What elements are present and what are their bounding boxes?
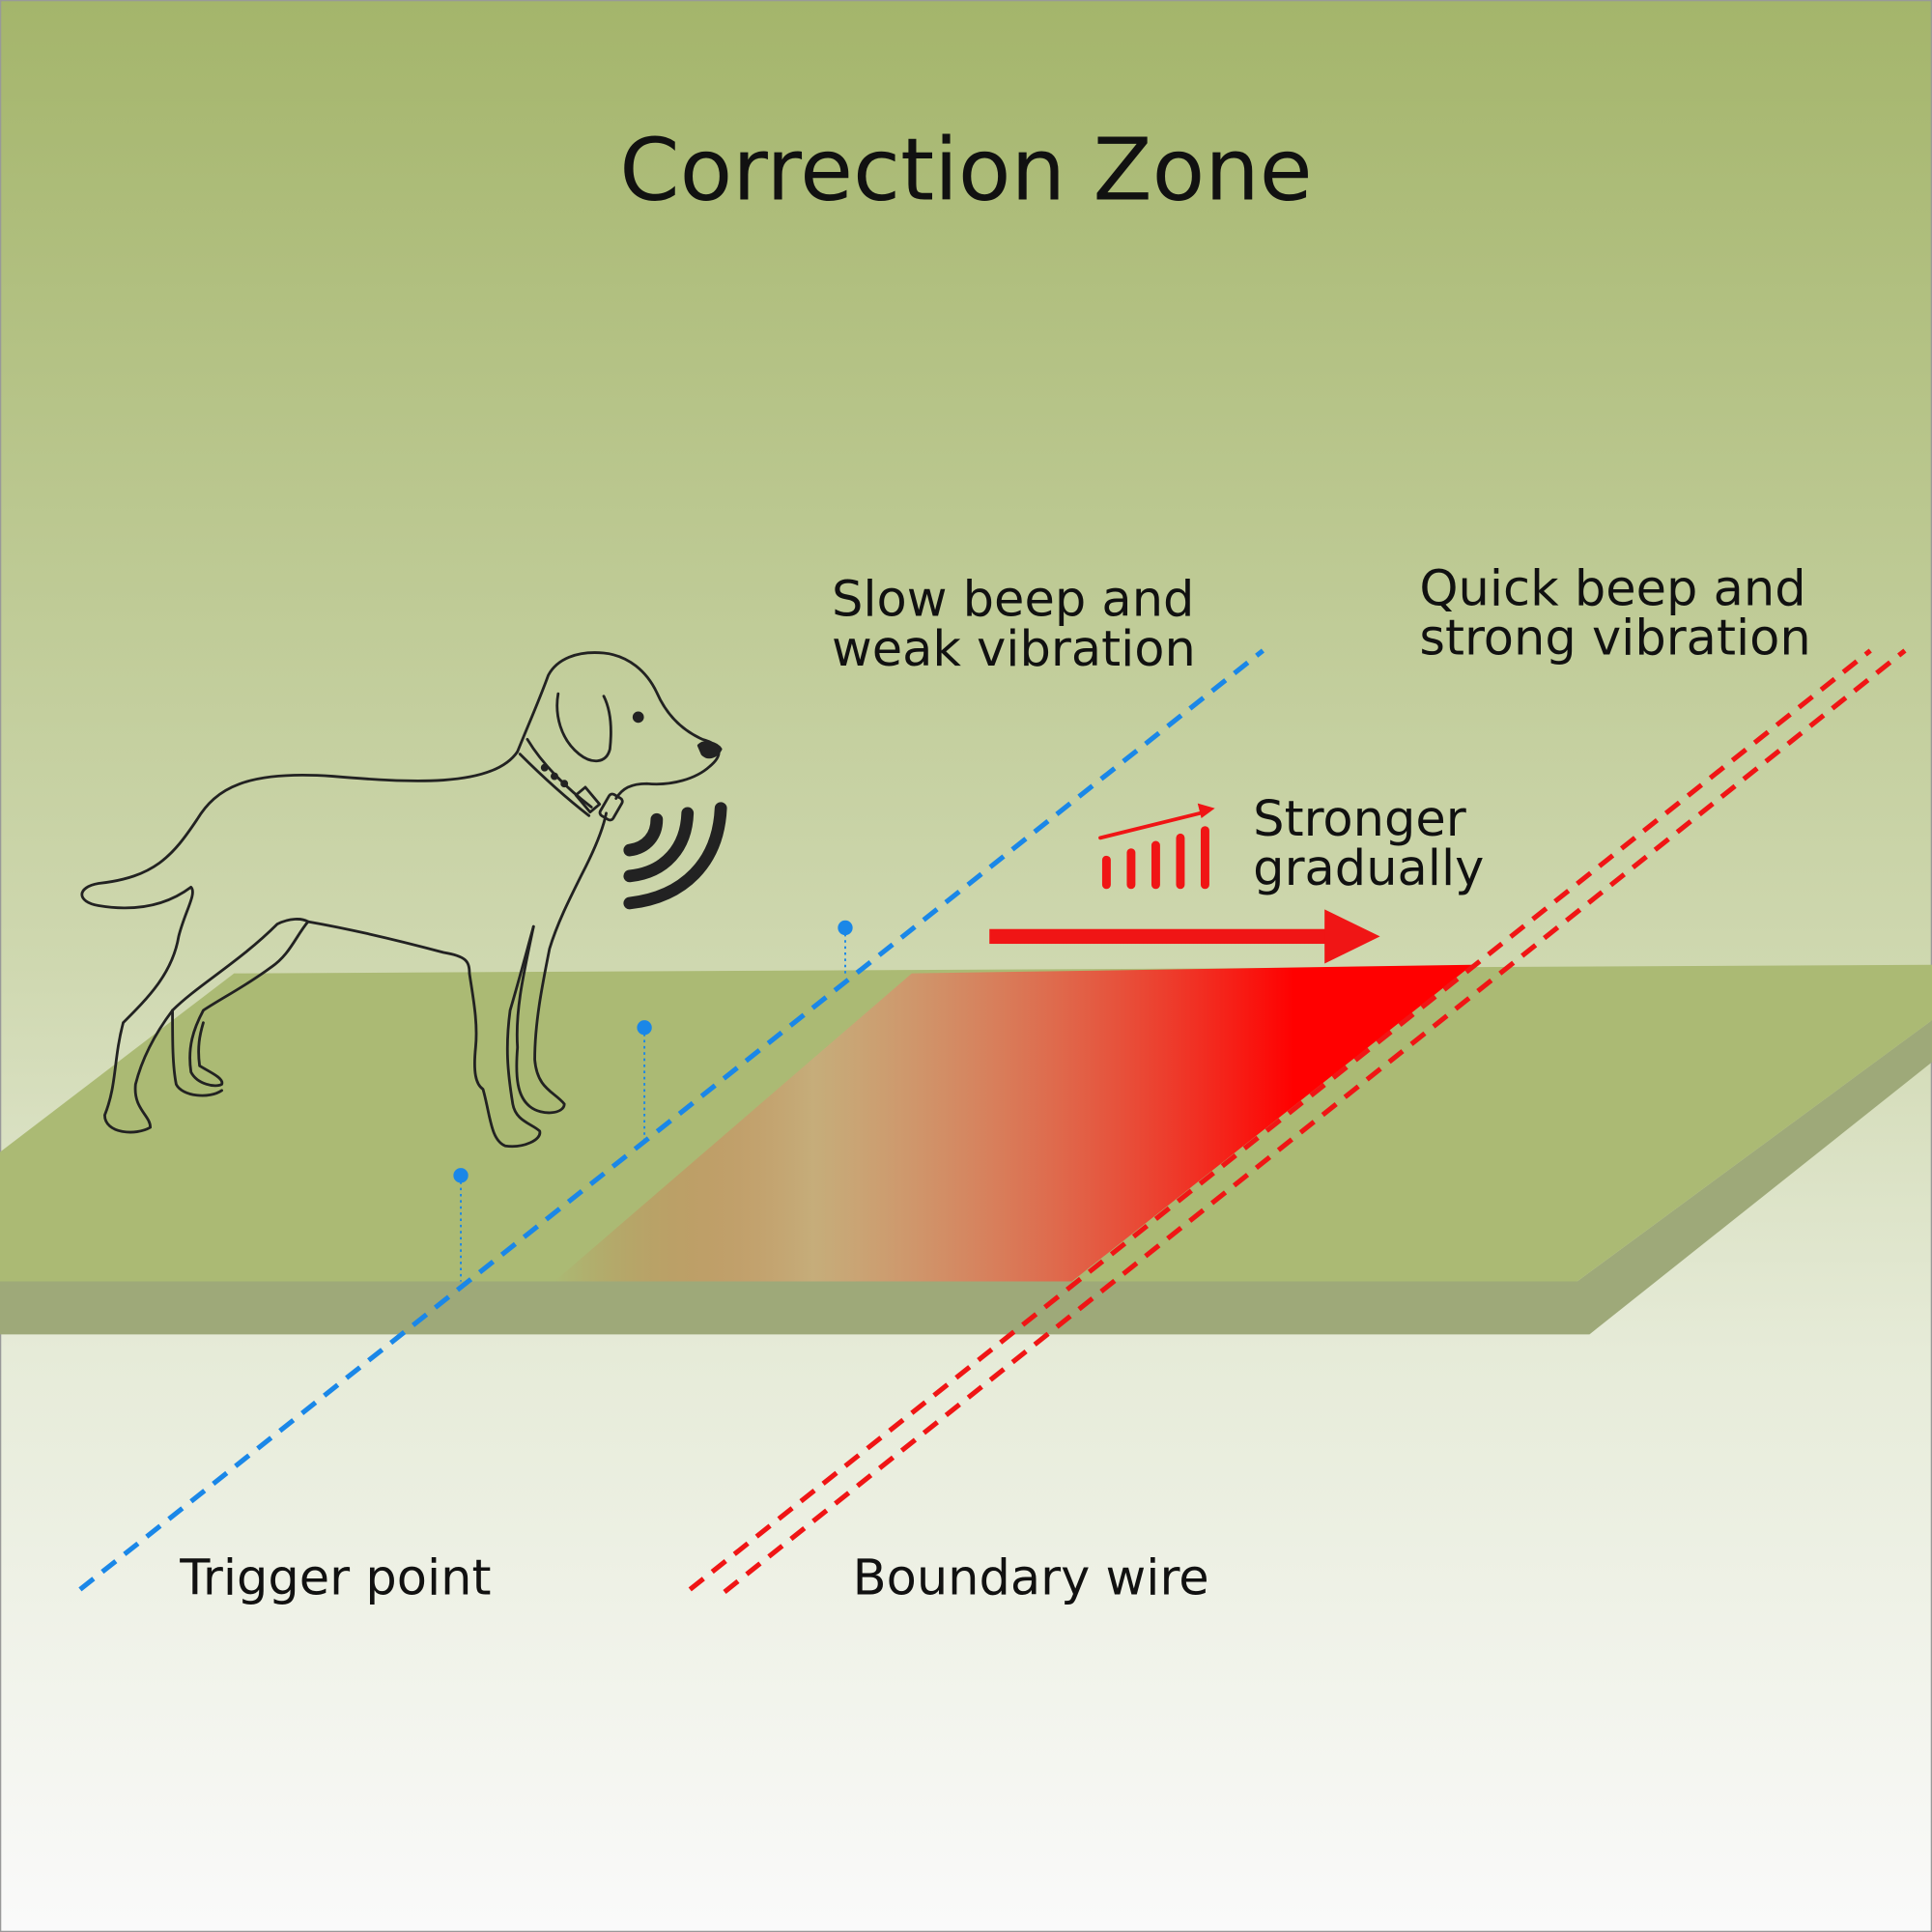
slow-beep-label: Slow beep and weak vibration: [832, 572, 1210, 678]
location-pin-icon: [637, 1020, 652, 1140]
vibration-waves-icon: [623, 802, 727, 910]
right-arrow-icon: [989, 909, 1380, 964]
trigger-point-label: Trigger point: [179, 1550, 491, 1607]
boundary-wire-line-2: [723, 648, 1907, 1594]
boundary-wire-line-1: [688, 648, 1872, 1592]
signal-bars-icon: [1098, 803, 1215, 890]
quick-beep-label: Quick beep and strong vibration: [1419, 560, 1821, 667]
location-pin-icon: [838, 920, 853, 974]
correction-zone-gradient: [554, 964, 1473, 1282]
boundary-wire-label: Boundary wire: [853, 1550, 1209, 1607]
dog-illustration: [80, 651, 723, 1149]
ground-side: [0, 1020, 1932, 1335]
location-pin-icon: [453, 1168, 469, 1282]
stronger-gradually-label: Stronger gradually: [1253, 791, 1484, 897]
page-title: Correction Zone: [619, 121, 1312, 221]
trigger-point-line: [78, 648, 1264, 1592]
